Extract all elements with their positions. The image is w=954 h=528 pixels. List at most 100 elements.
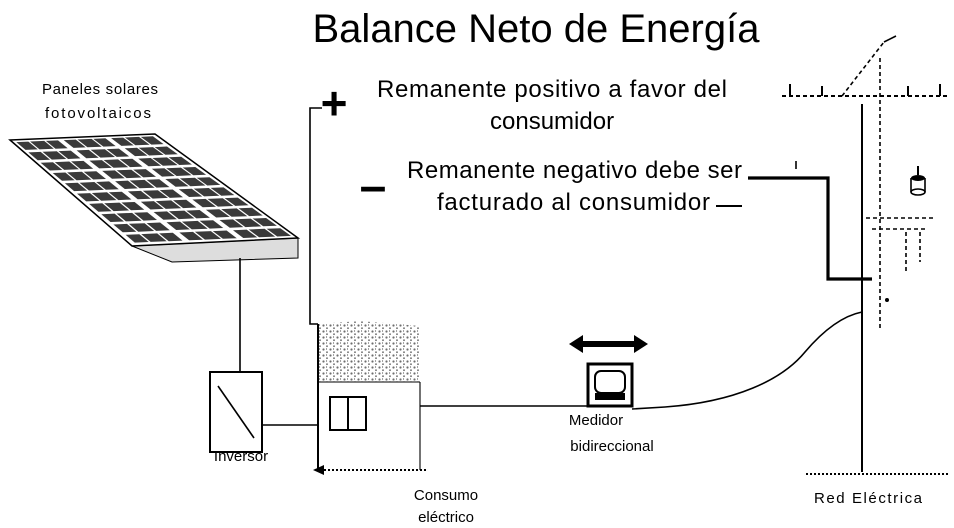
- solar-cell: [115, 180, 138, 189]
- transformer-bottom: [910, 188, 926, 196]
- solar-cell: [124, 147, 148, 157]
- solar-cell: [103, 159, 129, 168]
- utility-pole-icon: [782, 35, 950, 475]
- solar-panel-icon: [8, 133, 301, 263]
- solar-cell: [113, 223, 137, 233]
- solar-cell: [146, 179, 170, 188]
- solar-cell: [138, 147, 164, 156]
- pole-brace: [841, 41, 885, 97]
- solar-cell: [101, 213, 124, 222]
- meter-grid-wire: [631, 311, 863, 410]
- arrow-head-left: [569, 335, 583, 353]
- solar-cell: [16, 141, 38, 150]
- solar-cell: [140, 136, 164, 145]
- consumption-label-line-1: Consumo: [414, 487, 478, 504]
- solar-cell: [52, 172, 75, 181]
- solar-cell: [121, 202, 145, 211]
- solar-cell: [89, 160, 112, 169]
- positive-sign: +: [321, 77, 348, 129]
- negative-balance-line-2: facturado al consumidor: [437, 189, 710, 216]
- solar-cell: [210, 187, 235, 196]
- meter-display: [594, 370, 626, 394]
- negative-balance-line-1: Remanente negativo debe ser: [407, 157, 742, 184]
- solar-cell: [154, 146, 178, 155]
- solar-cell: [179, 231, 203, 241]
- meter-base: [595, 393, 625, 400]
- solar-panels-label-line-2: fotovoltaicos: [45, 105, 151, 122]
- solar-cell: [238, 207, 263, 217]
- solar-cell: [212, 230, 237, 239]
- consumption-label-line-2: eléctrico: [418, 509, 474, 526]
- solar-cell: [119, 158, 143, 168]
- positive-balance-line-1: Remanente positivo a favor del: [377, 76, 727, 103]
- solar-cell: [146, 222, 170, 231]
- solar-cell: [134, 212, 157, 221]
- solar-cell: [42, 151, 67, 160]
- transformer-body: [910, 178, 926, 192]
- solar-cell: [178, 188, 203, 197]
- solar-cell: [168, 210, 195, 220]
- solar-cell: [106, 148, 130, 157]
- solar-cell: [30, 140, 54, 150]
- solar-cell: [186, 210, 210, 219]
- solar-cell: [91, 192, 117, 201]
- solar-cell: [192, 198, 216, 208]
- solar-cell: [142, 190, 168, 199]
- solar-cell: [221, 208, 248, 217]
- solar-panels-label-line-1: Paneles solares: [42, 81, 158, 98]
- solar-cell: [71, 160, 94, 170]
- solar-cell: [181, 220, 208, 230]
- solar-cell: [234, 218, 262, 228]
- solar-cell: [93, 138, 116, 147]
- transformer-top: [911, 175, 925, 181]
- solar-cell: [102, 170, 125, 179]
- solar-cell: [252, 218, 277, 227]
- solar-cell: [233, 229, 258, 238]
- negative-connector: [748, 176, 872, 281]
- solar-cell: [45, 140, 68, 149]
- solar-cell: [140, 201, 164, 210]
- solar-cell: [193, 188, 220, 197]
- solar-cell: [165, 178, 189, 187]
- inverter-label: Inversor: [214, 448, 268, 465]
- solar-cell: [155, 200, 182, 209]
- solar-cell: [83, 171, 106, 180]
- solar-cell: [125, 234, 149, 243]
- solar-cell: [205, 209, 230, 218]
- window-icon: [329, 396, 367, 431]
- solar-cell: [196, 177, 221, 186]
- solar-cell: [152, 157, 178, 166]
- solar-cell: [76, 149, 99, 159]
- solar-cell: [248, 228, 276, 238]
- diagram-title: Balance Neto de Energía: [313, 7, 761, 51]
- solar-cell: [159, 232, 183, 242]
- pole-connection-dot: [885, 298, 889, 302]
- solar-cell: [224, 197, 249, 206]
- inverter-icon: [209, 371, 263, 453]
- meter-label-line-2: bidireccional: [570, 438, 653, 455]
- arrow-head-right: [634, 335, 648, 353]
- solar-cell: [166, 221, 190, 230]
- positive-balance-line-2: consumidor: [490, 108, 614, 135]
- solar-cell: [199, 220, 224, 229]
- solar-cell: [116, 212, 142, 222]
- solar-cell: [219, 219, 244, 228]
- solar-cell: [79, 182, 104, 191]
- bidirectional-arrow-icon: [569, 335, 648, 353]
- solar-cell: [166, 167, 192, 176]
- solar-cell: [133, 169, 156, 178]
- solar-cell: [89, 203, 112, 212]
- solar-cell: [67, 171, 92, 181]
- solar-cell: [129, 179, 155, 189]
- solar-cell: [104, 202, 130, 212]
- solar-cell: [153, 211, 177, 220]
- meter-label-line-1: Medidor: [569, 412, 623, 429]
- pole-top: [883, 35, 897, 43]
- solar-cell: [173, 199, 197, 209]
- solar-cell: [141, 233, 167, 242]
- house-roof: [318, 321, 420, 382]
- solar-cell: [168, 156, 192, 165]
- solar-cell: [127, 190, 151, 200]
- solar-cell: [159, 189, 183, 198]
